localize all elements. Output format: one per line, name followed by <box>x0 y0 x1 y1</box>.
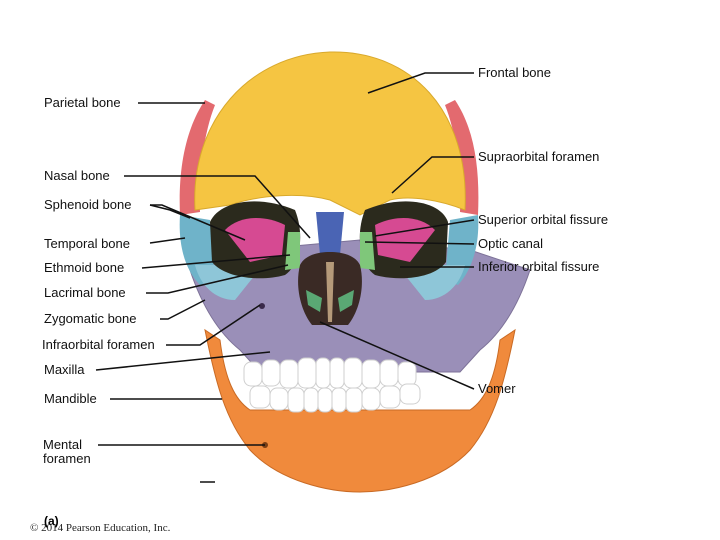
label-temporal-bone: Temporal bone <box>44 237 130 251</box>
label-sphenoid-bone: Sphenoid bone <box>44 198 131 212</box>
label-mandible: Mandible <box>44 392 97 406</box>
label-mental-foramen-line1: Mental <box>43 438 82 452</box>
label-supraorbital-foramen: Supraorbital foramen <box>478 150 599 164</box>
label-lacrimal-bone: Lacrimal bone <box>44 286 126 300</box>
label-nasal-bone: Nasal bone <box>44 169 110 183</box>
label-mental-foramen-line2: foramen <box>43 452 91 466</box>
label-maxilla: Maxilla <box>44 363 84 377</box>
label-infraorbital-foramen: Infraorbital foramen <box>42 338 155 352</box>
label-ethmoid-bone: Ethmoid bone <box>44 261 124 275</box>
label-inferior-orbital-fissure: Inferior orbital fissure <box>478 260 599 274</box>
label-parietal-bone: Parietal bone <box>44 96 121 110</box>
label-frontal-bone: Frontal bone <box>478 66 551 80</box>
upper-teeth <box>244 358 416 388</box>
label-zygomatic-bone: Zygomatic bone <box>44 312 137 326</box>
label-optic-canal: Optic canal <box>478 237 543 251</box>
frontal-shape <box>195 52 466 215</box>
label-vomer: Vomer <box>478 382 516 396</box>
label-superior-orbital-fissure: Superior orbital fissure <box>478 213 608 227</box>
copyright-notice: © 2014 Pearson Education, Inc. <box>30 522 170 534</box>
infraorbital-foramen-left <box>259 303 265 309</box>
nasal-shape <box>316 212 344 255</box>
